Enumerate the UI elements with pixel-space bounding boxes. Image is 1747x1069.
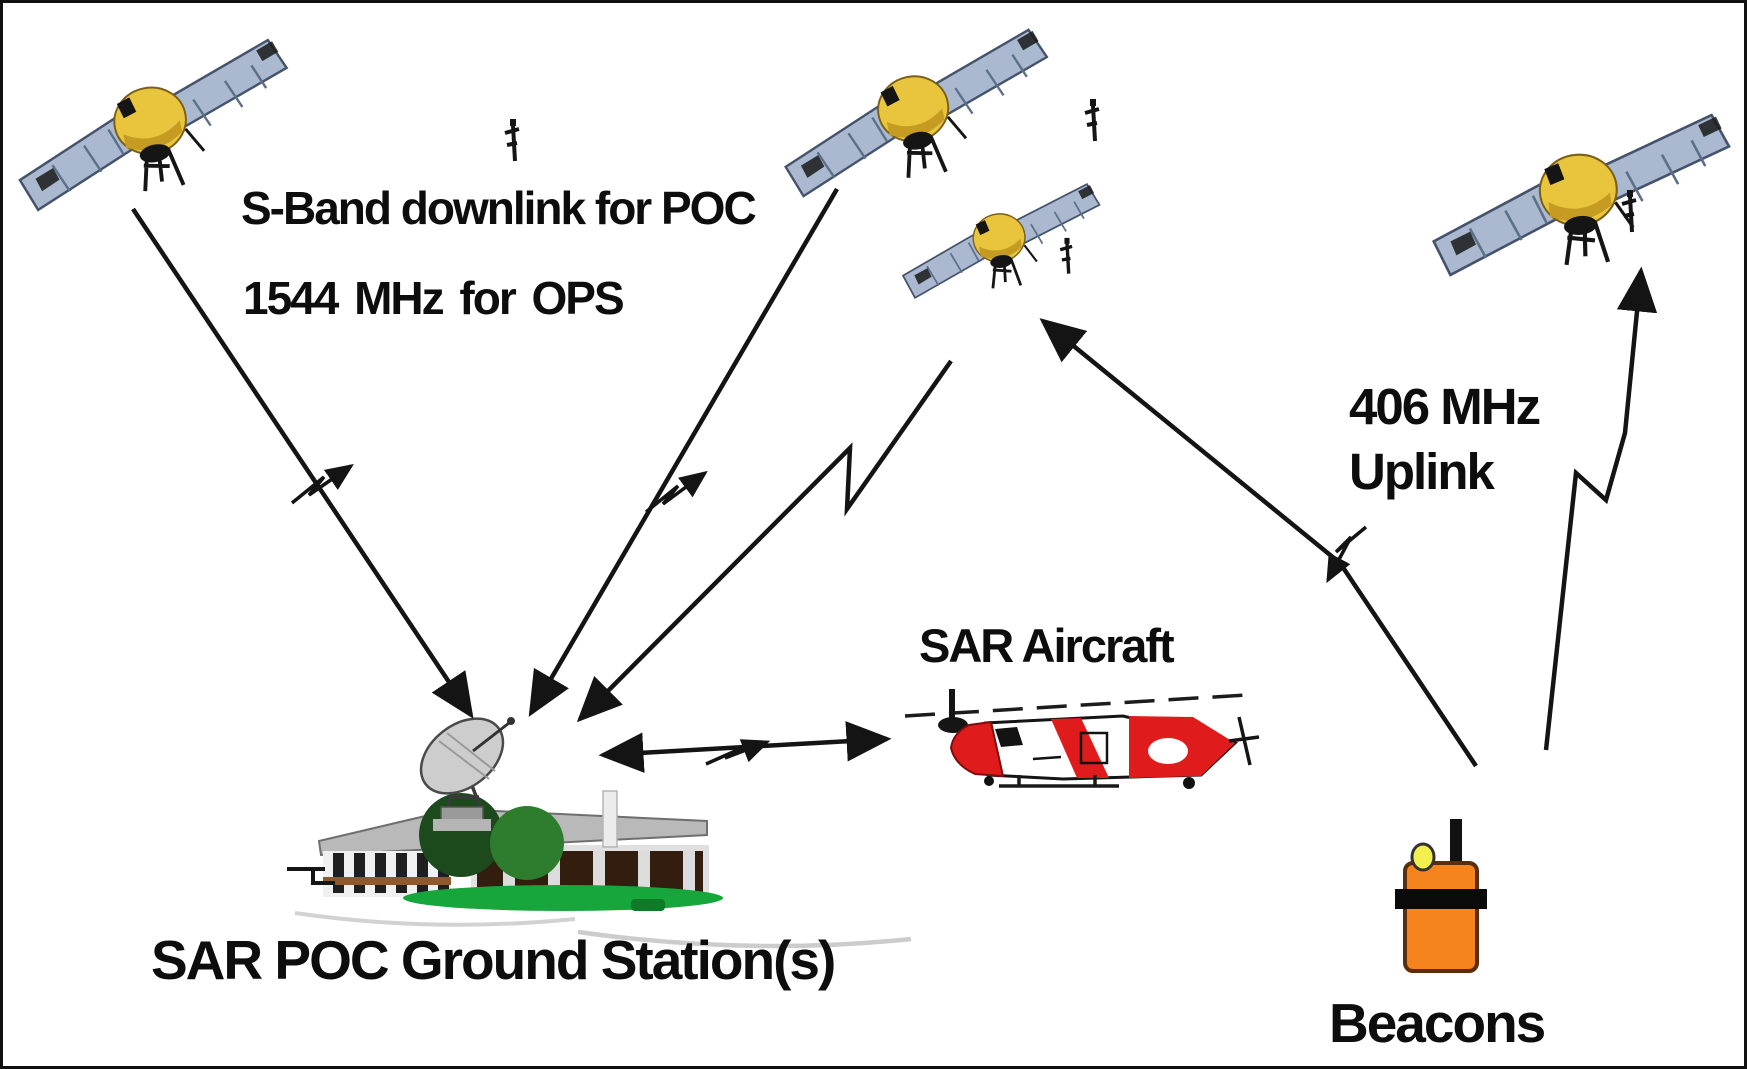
satellite-4 bbox=[1423, 113, 1742, 282]
beacons-label: Beacons bbox=[1329, 992, 1546, 1054]
dish-feed-arm bbox=[472, 721, 510, 753]
dish-lattice bbox=[438, 732, 496, 780]
ground-station-label: SAR POC Ground Station(s) bbox=[151, 929, 836, 991]
dish-antenna-icon bbox=[419, 717, 515, 831]
cockpit-window bbox=[995, 727, 1023, 747]
uplink-frequency-line1: 406 MHz bbox=[1349, 378, 1541, 435]
rotor-hub bbox=[938, 717, 968, 733]
tree-icon bbox=[490, 806, 564, 880]
ground-shadow-left bbox=[294, 911, 576, 927]
beacon-light bbox=[1410, 842, 1436, 872]
rf-bolt-icon bbox=[1326, 525, 1368, 584]
beacon-antenna bbox=[1450, 819, 1462, 867]
building-window bbox=[354, 853, 365, 893]
building-window bbox=[417, 853, 428, 893]
link-sat3-to-ground bbox=[576, 359, 953, 723]
building-rail bbox=[323, 877, 451, 885]
ops-frequency-label: 1544 MHz for OPS bbox=[243, 272, 625, 324]
rear-wheel bbox=[1183, 777, 1195, 789]
building-window bbox=[396, 853, 407, 893]
uplink-frequency-label: 406 MHz Uplink bbox=[1349, 374, 1541, 505]
ground-station bbox=[287, 717, 912, 949]
dish-reflector bbox=[419, 717, 505, 795]
dish-base bbox=[433, 819, 491, 831]
rf-bolt-icon bbox=[705, 739, 771, 766]
satellite-3 bbox=[891, 181, 1112, 305]
satellite-3-antenna-icon bbox=[1058, 236, 1074, 276]
beacon-body bbox=[1403, 861, 1479, 973]
building-window bbox=[333, 853, 344, 893]
satellite-2-antenna-icon bbox=[1083, 97, 1101, 143]
tail-rotor bbox=[1228, 716, 1260, 766]
diagram-canvas bbox=[3, 25, 1744, 973]
building-column bbox=[638, 851, 650, 895]
rotor-blades bbox=[904, 693, 1247, 718]
nose-section bbox=[949, 720, 1005, 778]
sar-aircraft-label: SAR Aircraft bbox=[919, 619, 1175, 672]
building-column bbox=[593, 851, 605, 895]
fuselage-line bbox=[1032, 755, 1062, 761]
link-sat2-to-ground bbox=[528, 187, 839, 717]
dish-feed-tip bbox=[507, 717, 515, 725]
grass bbox=[403, 885, 723, 911]
landing-skids bbox=[999, 775, 1119, 788]
uplink-frequency-line2: Uplink bbox=[1349, 443, 1495, 501]
link-sat1-to-ground bbox=[131, 207, 474, 719]
dish-pedestal bbox=[440, 806, 484, 822]
building-pillar bbox=[602, 790, 618, 848]
rf-bolt-icon bbox=[290, 464, 354, 505]
s-band-downlink-label: S-Band downlink for POC bbox=[241, 182, 757, 234]
beacon-band bbox=[1395, 889, 1487, 909]
link-beacon-to-sat4 bbox=[1543, 266, 1658, 751]
satellite-2 bbox=[766, 25, 1068, 206]
cabin-door bbox=[1079, 731, 1109, 765]
building-window bbox=[375, 853, 386, 893]
tail-panel bbox=[1148, 738, 1188, 764]
sar-helicopter bbox=[904, 689, 1260, 789]
building-steps bbox=[287, 867, 335, 885]
rf-bolt-icon bbox=[644, 470, 708, 514]
building-column bbox=[683, 851, 695, 895]
tree-icon bbox=[419, 793, 503, 877]
satellite-1-antenna-icon bbox=[503, 117, 521, 163]
front-wheel bbox=[984, 776, 994, 786]
ground-shadow-right bbox=[577, 929, 912, 949]
link-ground-aircraft bbox=[598, 721, 892, 773]
grass-patch bbox=[631, 899, 665, 911]
beacon-device bbox=[1395, 819, 1487, 973]
